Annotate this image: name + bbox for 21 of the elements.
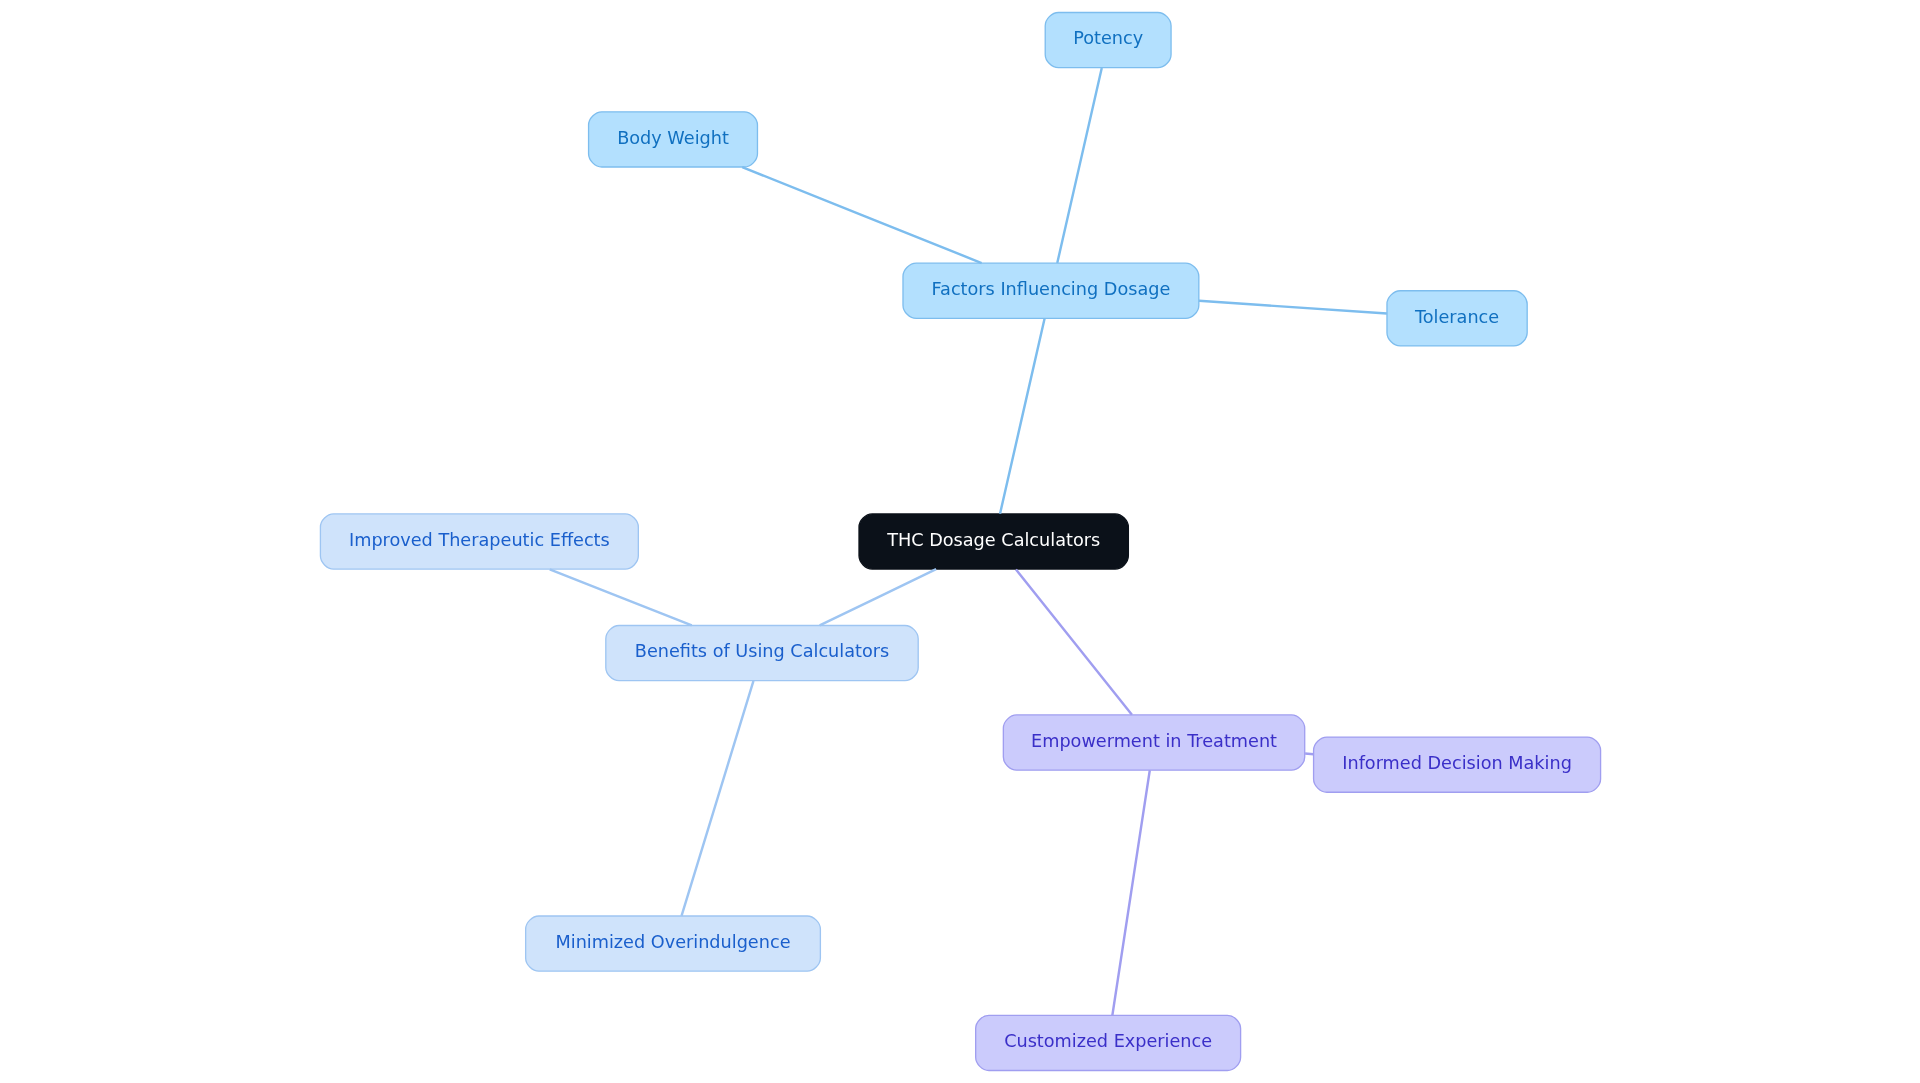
connector (1055, 67, 1103, 264)
node-box: Improved Therapeutic Effects (319, 513, 639, 570)
connector (998, 318, 1046, 514)
connector (741, 166, 982, 265)
connector (1110, 770, 1151, 1016)
connector (1198, 299, 1387, 315)
node-box: Informed Decision Making (1312, 736, 1601, 793)
node-box: Empowerment in Treatment (1002, 714, 1305, 771)
node-box: Potency (1044, 11, 1172, 69)
node-box: Factors Influencing Dosage (901, 262, 1199, 320)
connector (548, 568, 692, 627)
node-box: Tolerance (1385, 290, 1528, 347)
connector (1014, 568, 1133, 716)
connector (1304, 752, 1314, 756)
node-box: Body Weight (587, 111, 758, 168)
node-box: Customized Experience (974, 1014, 1241, 1072)
connector (679, 680, 755, 917)
node-box: Minimized Overindulgence (524, 915, 821, 972)
node-box: THC Dosage Calculators (857, 513, 1129, 570)
connector (818, 568, 937, 627)
node-box: Benefits of Using Calculators (604, 624, 919, 682)
